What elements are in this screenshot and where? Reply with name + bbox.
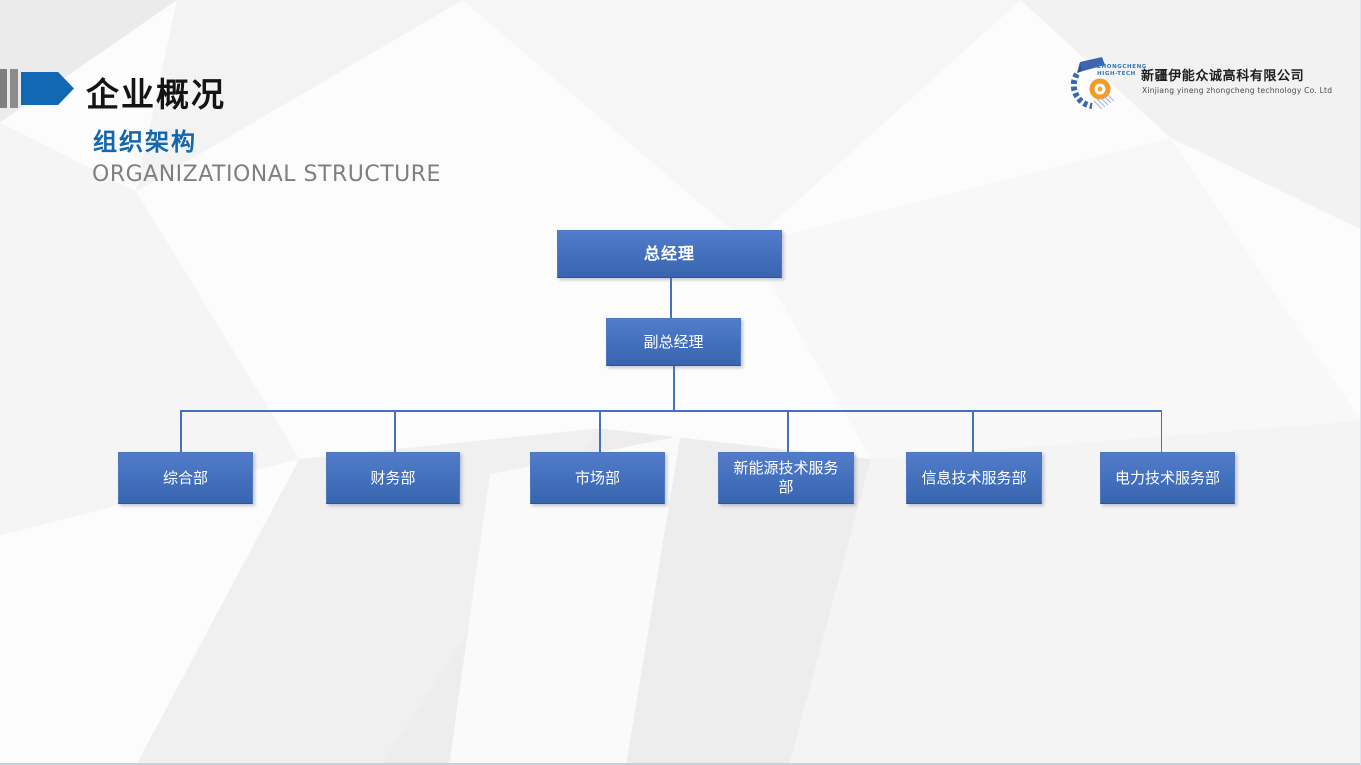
page-title: 企业概况: [86, 75, 226, 114]
org-box-info-tech-service-dept: 信息技术服务部: [906, 452, 1042, 504]
org-box-general-affairs-dept: 综合部: [118, 452, 253, 504]
logo-badge-text: ZHONGCHENG HIGH-TECH: [1097, 64, 1147, 79]
connector-drop-electric-power: [1160, 410, 1162, 452]
org-box-marketing-dept: 市场部: [530, 452, 665, 504]
org-box-label: 副总经理: [643, 332, 704, 351]
org-box-new-energy-tech-service-dept: 新能源技术服务部: [718, 452, 854, 504]
logo-badge-line2: HIGH-TECH: [1097, 71, 1136, 78]
org-box-label: 新能源技术服务部: [733, 459, 839, 496]
connector-drop-general-affairs: [180, 410, 182, 452]
org-box-label: 总经理: [643, 244, 695, 263]
company-logo: ZHONGCHENG HIGH-TECH 新疆伊能众诚高科有限公司 Xinjia…: [1066, 55, 1332, 113]
org-box-deputy-general-manager: 副总经理: [606, 318, 741, 366]
company-logo-icon: [1070, 57, 1115, 110]
org-box-label: 财务部: [370, 468, 416, 487]
section-title-en: ORGANIZATIONAL STRUCTURE: [92, 162, 441, 187]
slide-bottom-edge: [0, 763, 1361, 765]
org-box-finance-dept: 财务部: [326, 452, 460, 504]
org-box-electric-power-tech-service-dept: 电力技术服务部: [1100, 452, 1235, 504]
org-box-label: 电力技术服务部: [1114, 468, 1220, 487]
org-box-label: 市场部: [574, 468, 620, 487]
connector-drop-finance: [394, 410, 396, 452]
title-arrow-icon: [21, 72, 74, 105]
org-box-label: 综合部: [162, 468, 208, 487]
accent-gray-bar: [0, 69, 7, 108]
company-name-cn: 新疆伊能众诚高科有限公司: [1141, 69, 1305, 84]
company-name-en: Xinjiang yineng zhongcheng technology Co…: [1142, 86, 1333, 95]
org-box-general-manager: 总经理: [557, 230, 782, 278]
connector-root-to-deputy: [670, 278, 672, 318]
connector-drop-new-energy: [787, 410, 789, 452]
accent-gray-bar: [10, 69, 18, 108]
connector-drop-marketing: [599, 410, 601, 452]
logo-badge-line1: ZHONGCHENG: [1097, 64, 1147, 70]
connector-bus-line: [180, 410, 1162, 412]
connector-drop-info-tech: [972, 410, 974, 452]
org-box-label: 信息技术服务部: [921, 468, 1027, 487]
section-title-cn: 组织架构: [93, 128, 197, 156]
connector-deputy-to-bus: [673, 366, 675, 410]
